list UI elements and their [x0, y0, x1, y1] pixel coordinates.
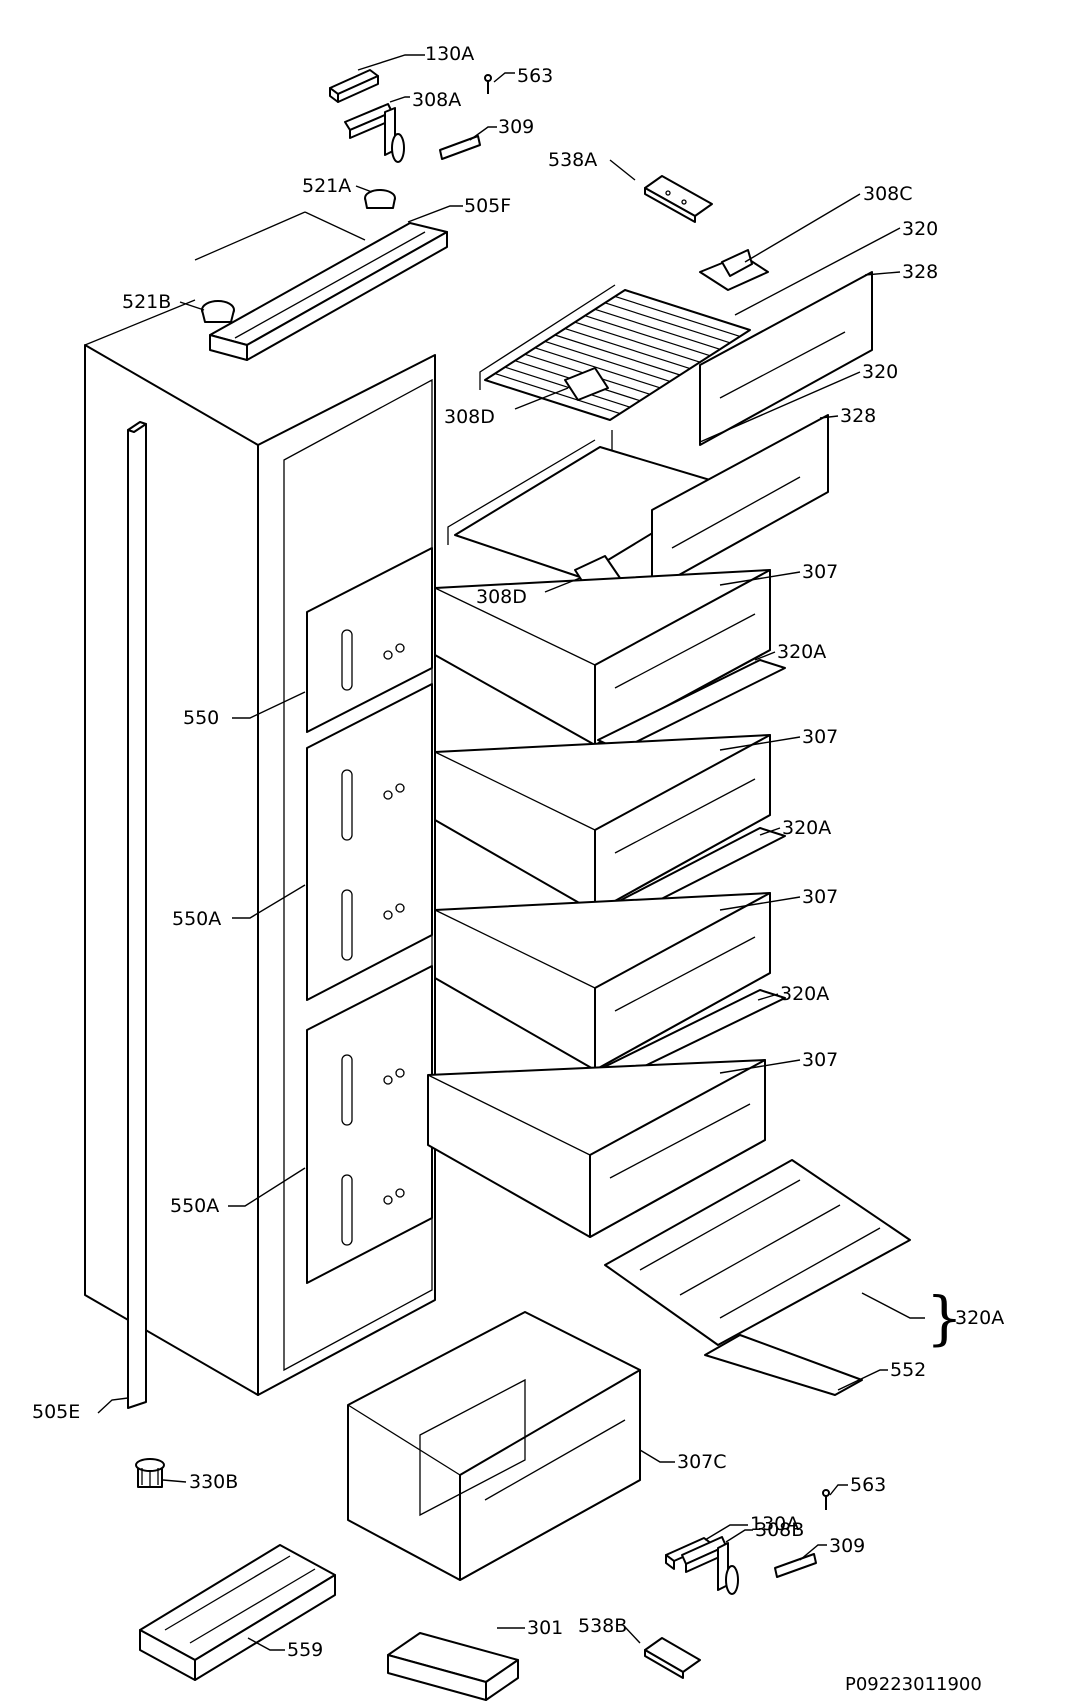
- label-320A-1: 320A: [777, 641, 826, 663]
- drawer-307-4: [427, 1059, 766, 1238]
- label-563-top: 563: [517, 65, 553, 87]
- drawing-code: P09223011900: [845, 1674, 982, 1695]
- label-307C: 307C: [677, 1451, 727, 1473]
- label-559: 559: [287, 1639, 323, 1661]
- label-505E: 505E: [32, 1401, 80, 1423]
- label-538B: 538B: [578, 1615, 627, 1637]
- label-307-2: 307: [802, 726, 838, 748]
- label-550: 550: [183, 707, 219, 729]
- shelf-wire: [534, 347, 661, 389]
- support-308C: [699, 249, 769, 291]
- label-538A: 538A: [548, 149, 597, 171]
- shelf-wire: [584, 315, 711, 357]
- label-552: 552: [890, 1359, 926, 1381]
- foot-330B: [135, 1458, 165, 1488]
- label-320A-2: 320A: [782, 817, 831, 839]
- hinge-cover-130A-top: [329, 69, 379, 103]
- plate-309-bottom: [774, 1553, 817, 1578]
- label-320-upper: 320: [902, 218, 938, 240]
- drawer-307C: [347, 1311, 641, 1581]
- label-521A: 521A: [302, 175, 351, 197]
- label-307-1: 307: [802, 561, 838, 583]
- label-130A-top: 130A: [425, 43, 474, 65]
- shelf-wire: [564, 327, 691, 370]
- bracket-538A: [644, 175, 713, 223]
- label-550A-lower: 550A: [170, 1195, 219, 1217]
- label-308D-lower: 308D: [476, 586, 527, 608]
- label-328-upper: 328: [902, 261, 938, 283]
- label-328-lower: 328: [840, 405, 876, 427]
- glass-strip-552: [704, 1334, 863, 1396]
- shelf-wire: [554, 334, 681, 376]
- label-130A-bottom: 130A: [750, 1513, 799, 1535]
- part-labels: 130A 563 308A 309 538A 521A 505F 308C 32…: [32, 43, 1004, 1695]
- top-rail-505F: [209, 222, 448, 361]
- shelf-wire: [574, 321, 701, 363]
- label-330B: 330B: [189, 1471, 238, 1493]
- shelf-wire: [504, 366, 631, 408]
- screw-563-bottom: [822, 1489, 830, 1510]
- label-521B: 521B: [122, 291, 171, 313]
- cap-521B: [201, 300, 235, 323]
- hinge-308B: [681, 1536, 739, 1595]
- hinge-cover-130A-bottom: [665, 1537, 713, 1570]
- door-seal-505E: [127, 421, 147, 1409]
- label-308A: 308A: [412, 89, 461, 111]
- label-307-4: 307: [802, 1049, 838, 1071]
- bracket-538B: [644, 1637, 701, 1679]
- shelf-320-upper: [479, 284, 751, 462]
- cap-521A: [364, 189, 396, 209]
- brace-320A: }: [926, 1284, 963, 1352]
- label-308D-upper: 308D: [444, 406, 495, 428]
- hinge-308A: [344, 103, 405, 163]
- shelf-wire: [604, 302, 731, 344]
- label-301: 301: [527, 1617, 563, 1639]
- drawer-307-2: [434, 734, 771, 913]
- label-309-top: 309: [498, 116, 534, 138]
- plate-309-top: [439, 135, 481, 160]
- cold-pack-559: [139, 1544, 336, 1681]
- evaporator-panel-550A-upper: [306, 683, 433, 1001]
- label-308B: 308B: [755, 1519, 804, 1541]
- support-308D-upper: [564, 367, 609, 401]
- shelf-wire: [544, 340, 671, 383]
- label-307-3: 307: [802, 886, 838, 908]
- shelf-front-328-lower: [651, 414, 829, 591]
- evaporator-panel-550A-lower: [306, 965, 433, 1284]
- label-320A-3: 320A: [780, 983, 829, 1005]
- drawer-307-3: [434, 892, 771, 1071]
- label-563-bottom: 563: [850, 1474, 886, 1496]
- shelf-wire: [494, 372, 621, 415]
- shelf-wire: [614, 295, 741, 338]
- label-550A-upper: 550A: [172, 908, 221, 930]
- label-505F: 505F: [464, 195, 511, 217]
- leader-lines: [97, 54, 925, 1651]
- drawer-307-1: [434, 569, 771, 746]
- label-320A-bottom: 320A: [955, 1307, 1004, 1329]
- shelf-320A-bottom: [604, 1159, 911, 1346]
- shelf-wire: [594, 308, 721, 350]
- ice-tray-301: [387, 1632, 519, 1701]
- evaporator-panel-550: [306, 547, 433, 733]
- label-320-lower: 320: [862, 361, 898, 383]
- shelf-front-328-upper: [699, 271, 873, 446]
- label-308C: 308C: [863, 183, 913, 205]
- screw-563-top: [484, 74, 492, 94]
- label-309-bottom: 309: [829, 1535, 865, 1557]
